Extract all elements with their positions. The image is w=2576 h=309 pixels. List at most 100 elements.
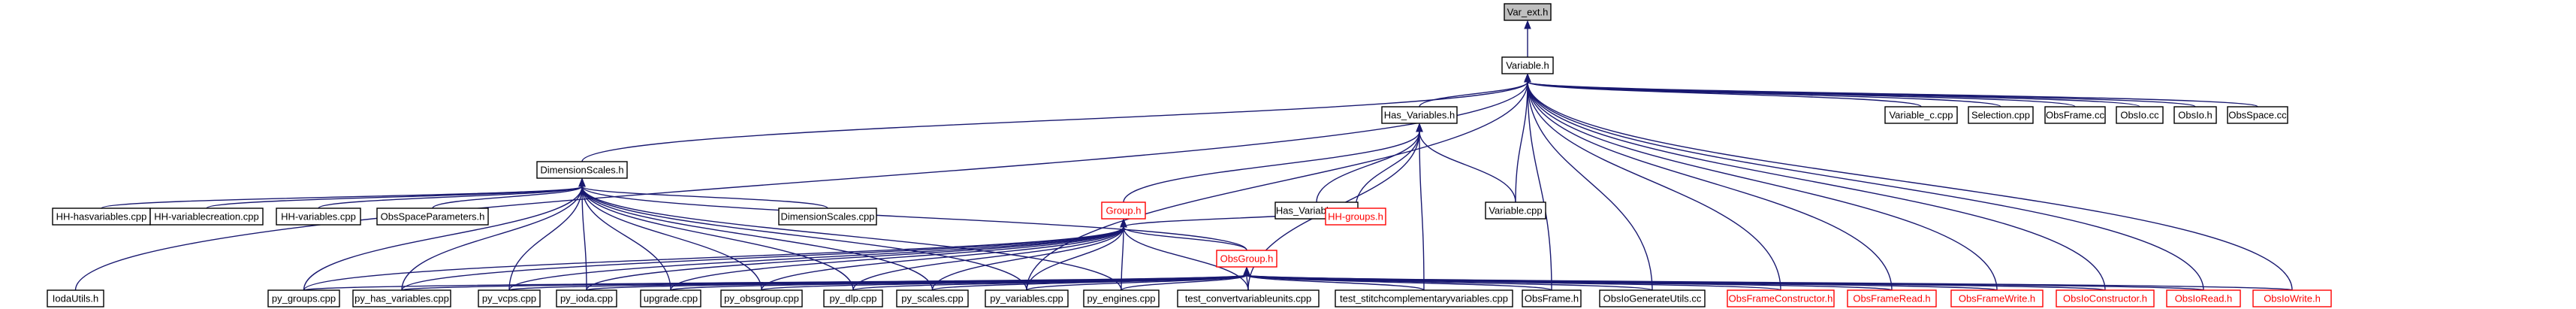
node-layer: Var_ext.hVariable.hHas_Variables.hDimens… xyxy=(47,3,2332,307)
edge-group-to-hasvars xyxy=(1123,123,1423,203)
edge-line xyxy=(1246,274,1425,291)
edge-line xyxy=(670,226,1124,291)
graph-node-obsioread[interactable]: ObsIoRead.h xyxy=(2166,289,2241,307)
node-label: Variable.cpp xyxy=(1489,205,1542,217)
edge-line xyxy=(931,226,1124,291)
graph-node-obsgroup[interactable]: ObsGroup.h xyxy=(1216,250,1277,268)
graph-node-hhvars[interactable]: HH-variables.cpp xyxy=(276,208,361,226)
node-box xyxy=(1847,289,1937,307)
graph-node-testconvert[interactable]: test_convertvariableunits.cpp xyxy=(1177,289,1320,307)
graph-node-obsspaceparams[interactable]: ObsSpaceParameters.h xyxy=(376,208,489,226)
node-box xyxy=(376,208,489,226)
edge-line xyxy=(1527,81,2293,291)
graph-node-group[interactable]: Group.h xyxy=(1101,201,1146,220)
edge-line xyxy=(303,186,583,291)
graph-node-obsiocc[interactable]: ObsIo.cc xyxy=(2116,106,2164,124)
edge-line xyxy=(581,186,762,291)
graph-node-pyscales[interactable]: py_scales.cpp xyxy=(896,289,969,307)
edge-arrowhead xyxy=(1120,218,1127,228)
node-label: py_dlp.cpp xyxy=(830,293,877,304)
node-label: py_scales.cpp xyxy=(901,293,963,304)
graph-node-variablecpp[interactable]: Variable.cpp xyxy=(1485,201,1546,220)
edge-obsframeconstructor-to-variable xyxy=(1524,73,1781,291)
node-box xyxy=(149,208,264,226)
graph-node-obsiogenutils[interactable]: ObsIoGenerateUtils.cc xyxy=(1599,289,1706,307)
graph-node-obsframeread[interactable]: ObsFrameRead.h xyxy=(1847,289,1937,307)
node-label: ObsIoRead.h xyxy=(2175,293,2233,304)
edge-line xyxy=(1123,131,1420,203)
graph-node-pyvariables[interactable]: py_variables.cpp xyxy=(985,289,1069,307)
node-box xyxy=(2252,289,2332,307)
graph-node-variablec[interactable]: Variable_c.cpp xyxy=(1884,106,1958,124)
graph-node-iodautils[interactable]: IodaUtils.h xyxy=(47,289,104,307)
graph-node-pyioda[interactable]: py_ioda.cpp xyxy=(556,289,617,307)
edge-line xyxy=(303,226,1124,291)
graph-node-obsiowrite[interactable]: ObsIoWrite.h xyxy=(2252,289,2332,307)
edge-line xyxy=(1121,274,1247,291)
graph-node-upgrade[interactable]: upgrade.cpp xyxy=(640,289,701,307)
edge-line xyxy=(581,186,587,291)
edge-line xyxy=(1246,274,2293,291)
graph-node-obsframecc[interactable]: ObsFrame.cc xyxy=(2044,106,2106,124)
node-label: ObsFrameWrite.h xyxy=(1959,293,2035,304)
graph-node-pyvcps[interactable]: py_vcps.cpp xyxy=(478,289,541,307)
graph-node-obsframeh[interactable]: ObsFrame.h xyxy=(1522,289,1582,307)
edge-line xyxy=(1026,81,1528,291)
graph-node-pyobsgroup[interactable]: py_obsgroup.cpp xyxy=(720,289,803,307)
graph-node-hhgroups[interactable]: HH-groups.h xyxy=(1325,208,1386,226)
graph-node-pydlp[interactable]: py_dlp.cpp xyxy=(823,289,883,307)
edge-teststitch-to-hasvars xyxy=(1416,123,1425,291)
node-box xyxy=(2044,106,2106,124)
graph-node-obsioh[interactable]: ObsIo.h xyxy=(2173,106,2217,124)
node-box xyxy=(556,289,617,307)
edge-obsiowrite-to-obsgroup xyxy=(1243,266,2293,291)
node-label: py_has_variables.cpp xyxy=(354,293,449,304)
node-box xyxy=(2166,289,2241,307)
edge-line xyxy=(74,81,1528,291)
edge-line xyxy=(1026,274,1247,291)
node-box xyxy=(1968,106,2034,124)
node-label: ObsFrameConstructor.h xyxy=(1729,293,1833,304)
graph-node-pyhasvars[interactable]: py_has_variables.cpp xyxy=(352,289,451,307)
node-label: ObsGroup.h xyxy=(1220,253,1274,265)
edge-line xyxy=(508,186,583,291)
node-label: HH-variablecreation.cpp xyxy=(154,211,258,223)
edge-line xyxy=(1527,81,1781,291)
edge-line xyxy=(581,186,1122,291)
graph-node-obsframeconstructor[interactable]: ObsFrameConstructor.h xyxy=(1727,289,1835,307)
node-box xyxy=(1485,201,1546,220)
node-label: HH-hasvariables.cpp xyxy=(56,211,147,223)
edge-line xyxy=(1527,81,1998,291)
graph-node-hhvarcreate[interactable]: HH-variablecreation.cpp xyxy=(149,208,264,226)
node-box xyxy=(1083,289,1160,307)
edge-line xyxy=(318,186,583,209)
graph-node-pyengines[interactable]: py_engines.cpp xyxy=(1083,289,1160,307)
node-box xyxy=(1950,289,2044,307)
graph-node-hhhasvars[interactable]: HH-hasvariables.cpp xyxy=(52,208,151,226)
graph-node-selection[interactable]: Selection.cpp xyxy=(1968,106,2034,124)
node-label: py_groups.cpp xyxy=(272,293,336,304)
graph-node-teststitch[interactable]: test_stitchcomplementaryvariables.cpp xyxy=(1335,289,1513,307)
graph-node-obsspacecc[interactable]: ObsSpace.cc xyxy=(2227,106,2288,124)
edge-line xyxy=(1527,81,1653,291)
node-box xyxy=(1381,106,1458,124)
graph-node-obsframewrite[interactable]: ObsFrameWrite.h xyxy=(1950,289,2044,307)
node-label: Selection.cpp xyxy=(1971,110,2030,121)
graph-node-variable[interactable]: Variable.h xyxy=(1501,56,1554,74)
edge-selection-to-variable xyxy=(1524,73,2001,108)
graph-node-dimscalescpp[interactable]: DimensionScales.cpp xyxy=(778,208,877,226)
node-label: Variable.h xyxy=(1506,60,1549,71)
node-label: ObsSpaceParameters.h xyxy=(381,211,485,223)
graph-node-dimscales[interactable]: DimensionScales.h xyxy=(536,161,628,179)
edge-line xyxy=(1419,131,1425,291)
edge-line xyxy=(1123,226,1249,291)
graph-node-pygroups[interactable]: py_groups.cpp xyxy=(267,289,340,307)
node-box xyxy=(478,289,541,307)
node-box xyxy=(640,289,701,307)
edge-line xyxy=(401,226,1124,291)
graph-node-hasvars[interactable]: Has_Variables.h xyxy=(1381,106,1458,124)
node-box xyxy=(1501,56,1554,74)
graph-node-obsioconstructor[interactable]: ObsIoConstructor.h xyxy=(2056,289,2155,307)
edge-arrowhead xyxy=(1416,123,1423,132)
